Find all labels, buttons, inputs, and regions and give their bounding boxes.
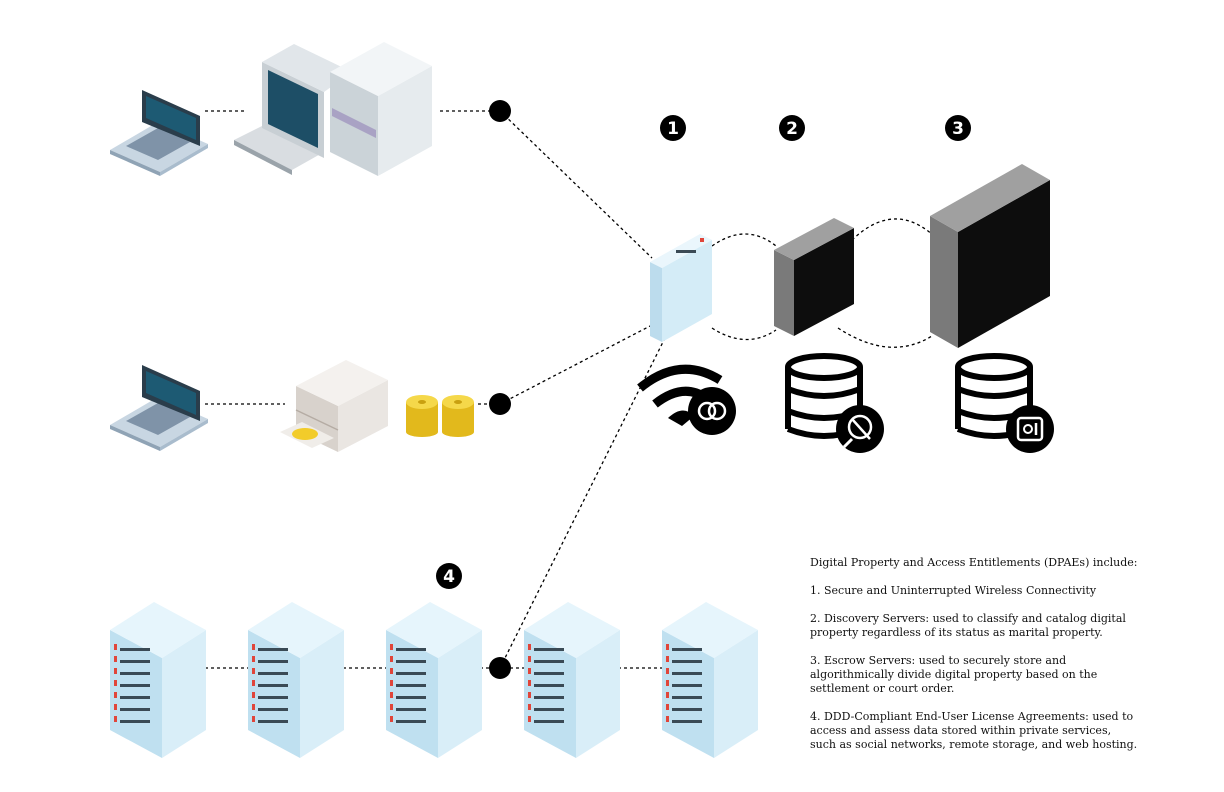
legend-item-3: 3. Escrow Servers: used to securely stor… — [810, 654, 1098, 695]
server-rack-icon — [662, 602, 758, 758]
legend-item-2: 2. Discovery Servers: used to classify a… — [810, 612, 1126, 639]
legend-item-1: 1. Secure and Uninterrupted Wireless Con… — [810, 584, 1097, 597]
desktop-computer-icon — [234, 42, 432, 176]
dpae-legend: Digital Property and Access Entitlements… — [810, 556, 1140, 766]
badge-1: 1 — [660, 115, 686, 141]
optical-drive-icon — [280, 360, 388, 452]
discovery-server-icon — [774, 218, 854, 336]
database-icon — [958, 356, 1054, 453]
svg-text:4: 4 — [443, 567, 455, 587]
server-rack-icon — [524, 602, 620, 758]
server-rack-icon — [110, 602, 206, 758]
junction-node — [489, 100, 511, 122]
junction-node — [489, 657, 511, 679]
badge-4: 4 — [436, 563, 462, 589]
router-icon — [650, 234, 712, 342]
laptop-icon — [110, 90, 208, 176]
disc-stack-icon — [406, 395, 438, 437]
legend-item-4: 4. DDD-Compliant End-User License Agreem… — [810, 710, 1138, 751]
svg-text:1: 1 — [667, 119, 679, 139]
disc-stack-icon — [442, 395, 474, 437]
server-rack-icon — [386, 602, 482, 758]
badge-3: 3 — [945, 115, 971, 141]
server-rack-icon — [248, 602, 344, 758]
legend-heading: Digital Property and Access Entitlements… — [810, 556, 1138, 569]
svg-text:3: 3 — [952, 119, 964, 139]
junction-node — [489, 393, 511, 415]
laptop-icon — [110, 365, 208, 451]
wifi-icon — [637, 364, 736, 435]
badge-2: 2 — [779, 115, 805, 141]
database-icon — [788, 356, 884, 453]
svg-text:2: 2 — [786, 119, 798, 139]
escrow-server-icon — [930, 164, 1050, 348]
